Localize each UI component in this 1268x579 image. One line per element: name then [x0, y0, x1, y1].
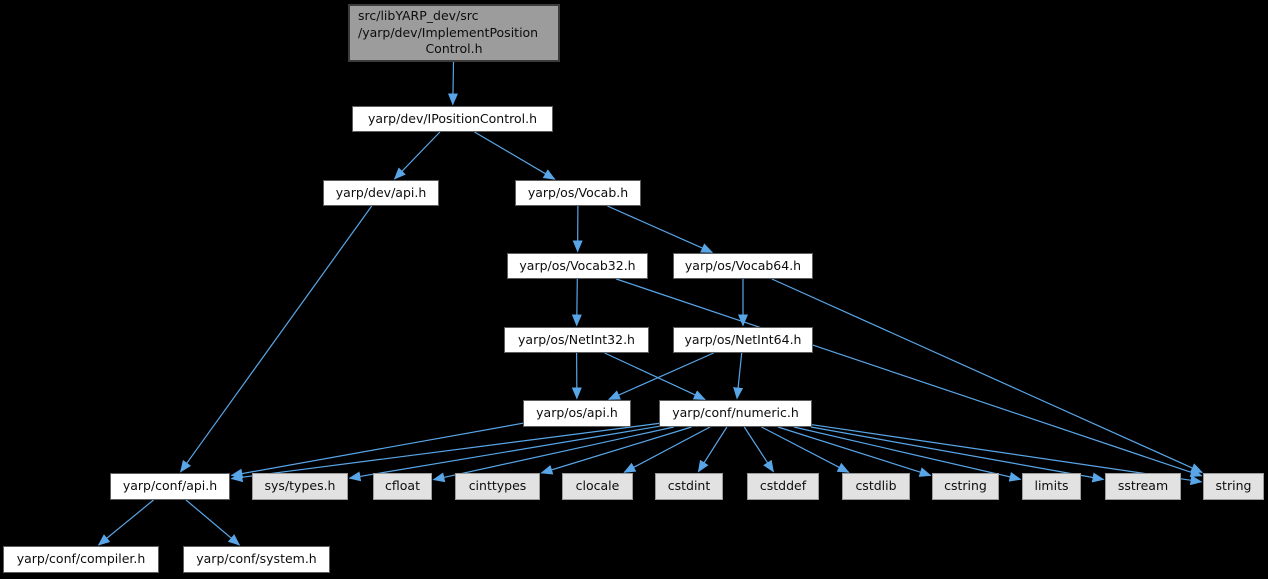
node-label: yarp/conf/numeric.h — [672, 405, 799, 421]
node-numeric[interactable]: yarp/conf/numeric.h — [659, 400, 812, 427]
node-sstream: sstream — [1105, 473, 1181, 500]
edge-ipositioncontrol-to-dev-api — [393, 131, 441, 180]
edge-implement-to-ipositioncontrol — [447, 61, 458, 106]
edge-numeric-to-cstddef — [743, 426, 774, 473]
edge-conf-api-to-system — [185, 499, 241, 546]
edge-numeric-to-conf-api — [230, 422, 660, 483]
node-cfloat: cfloat — [373, 473, 432, 500]
edge-vocab-to-vocab64 — [607, 205, 714, 253]
node-system[interactable]: yarp/conf/system.h — [183, 546, 330, 573]
edge-numeric-to-sys-types — [348, 425, 660, 482]
edge-numeric-to-limits — [793, 426, 1022, 482]
node-cinttypes: cinttypes — [455, 473, 540, 500]
node-label: Control.h — [425, 41, 483, 57]
node-label: cinttypes — [468, 478, 527, 494]
node-label: sys/types.h — [264, 478, 336, 494]
node-sys-types: sys/types.h — [252, 473, 348, 500]
node-label: cfloat — [385, 478, 420, 494]
node-vocab32[interactable]: yarp/os/Vocab32.h — [507, 253, 648, 279]
edge-conf-api-to-compiler — [97, 499, 154, 546]
node-dev-api[interactable]: yarp/dev/api.h — [323, 180, 439, 206]
node-cstring: cstring — [932, 473, 999, 500]
node-label: yarp/os/Vocab32.h — [519, 257, 636, 273]
node-label: cstddef — [759, 478, 807, 494]
edge-numeric-to-cstring — [777, 426, 932, 477]
node-label: yarp/os/NetInt64.h — [684, 331, 802, 347]
edge-vocab32-to-string — [616, 278, 1203, 478]
node-label: /yarp/dev/ImplementPosition — [358, 24, 539, 40]
edge-vocab64-to-string — [771, 278, 1204, 473]
node-label: yarp/conf/compiler.h — [16, 551, 146, 567]
edge-netint64-to-os-api — [607, 352, 714, 400]
edge-numeric-to-sstream — [810, 426, 1105, 483]
node-netint32[interactable]: yarp/os/NetInt32.h — [504, 327, 649, 353]
edge-numeric-to-cfloat — [432, 426, 675, 483]
node-label: yarp/os/NetInt32.h — [518, 331, 635, 347]
node-label: yarp/dev/api.h — [335, 184, 427, 200]
edge-netint32-to-numeric — [604, 352, 706, 400]
node-cstdint: cstdint — [655, 473, 723, 500]
edge-numeric-to-string — [811, 424, 1203, 486]
node-conf-api[interactable]: yarp/conf/api.h — [110, 473, 230, 500]
node-ipositioncontrol[interactable]: yarp/dev/IPositionControl.h — [352, 106, 553, 132]
node-label: string — [1215, 478, 1252, 494]
node-compiler[interactable]: yarp/conf/compiler.h — [3, 546, 159, 573]
edge-dev-api-to-conf-api — [180, 205, 373, 473]
node-label: yarp/conf/system.h — [196, 551, 317, 567]
edge-numeric-to-cinttypes — [540, 426, 692, 475]
node-label: limits — [1034, 478, 1069, 494]
node-label: yarp/dev/IPositionControl.h — [367, 110, 537, 126]
node-label: yarp/os/Vocab.h — [527, 184, 629, 200]
edge-numeric-to-cstdlib — [761, 426, 850, 473]
node-label: cstdint — [667, 478, 711, 494]
node-limits: limits — [1022, 473, 1081, 500]
edge-vocab32-to-netint32 — [571, 278, 582, 327]
edge-numeric-to-cstdint — [697, 426, 728, 473]
edge-ipositioncontrol-to-vocab — [474, 131, 556, 180]
edge-numeric-to-clocale — [623, 426, 711, 473]
node-cstddef: cstddef — [747, 473, 819, 500]
node-label: yarp/conf/api.h — [122, 478, 218, 494]
node-label: cstdlib — [855, 478, 897, 494]
node-string: string — [1203, 473, 1264, 500]
node-label: clocale — [575, 478, 620, 494]
node-label: src/libYARP_dev/src — [358, 8, 479, 24]
node-label: yarp/os/api.h — [536, 405, 618, 421]
node-clocale: clocale — [562, 473, 633, 500]
node-label: sstream — [1117, 478, 1169, 494]
node-label: cstring — [944, 478, 987, 494]
node-vocab[interactable]: yarp/os/Vocab.h — [515, 180, 641, 206]
node-label: yarp/os/Vocab64.h — [684, 257, 802, 273]
node-vocab64[interactable]: yarp/os/Vocab64.h — [673, 253, 813, 279]
node-netint64[interactable]: yarp/os/NetInt64.h — [673, 327, 813, 353]
node-implement: src/libYARP_dev/src/yarp/dev/ImplementPo… — [348, 4, 560, 62]
edge-os-api-to-conf-api — [230, 422, 524, 479]
node-os-api[interactable]: yarp/os/api.h — [523, 400, 631, 427]
node-cstdlib: cstdlib — [842, 473, 910, 500]
edge-netint64-to-numeric — [733, 352, 744, 400]
